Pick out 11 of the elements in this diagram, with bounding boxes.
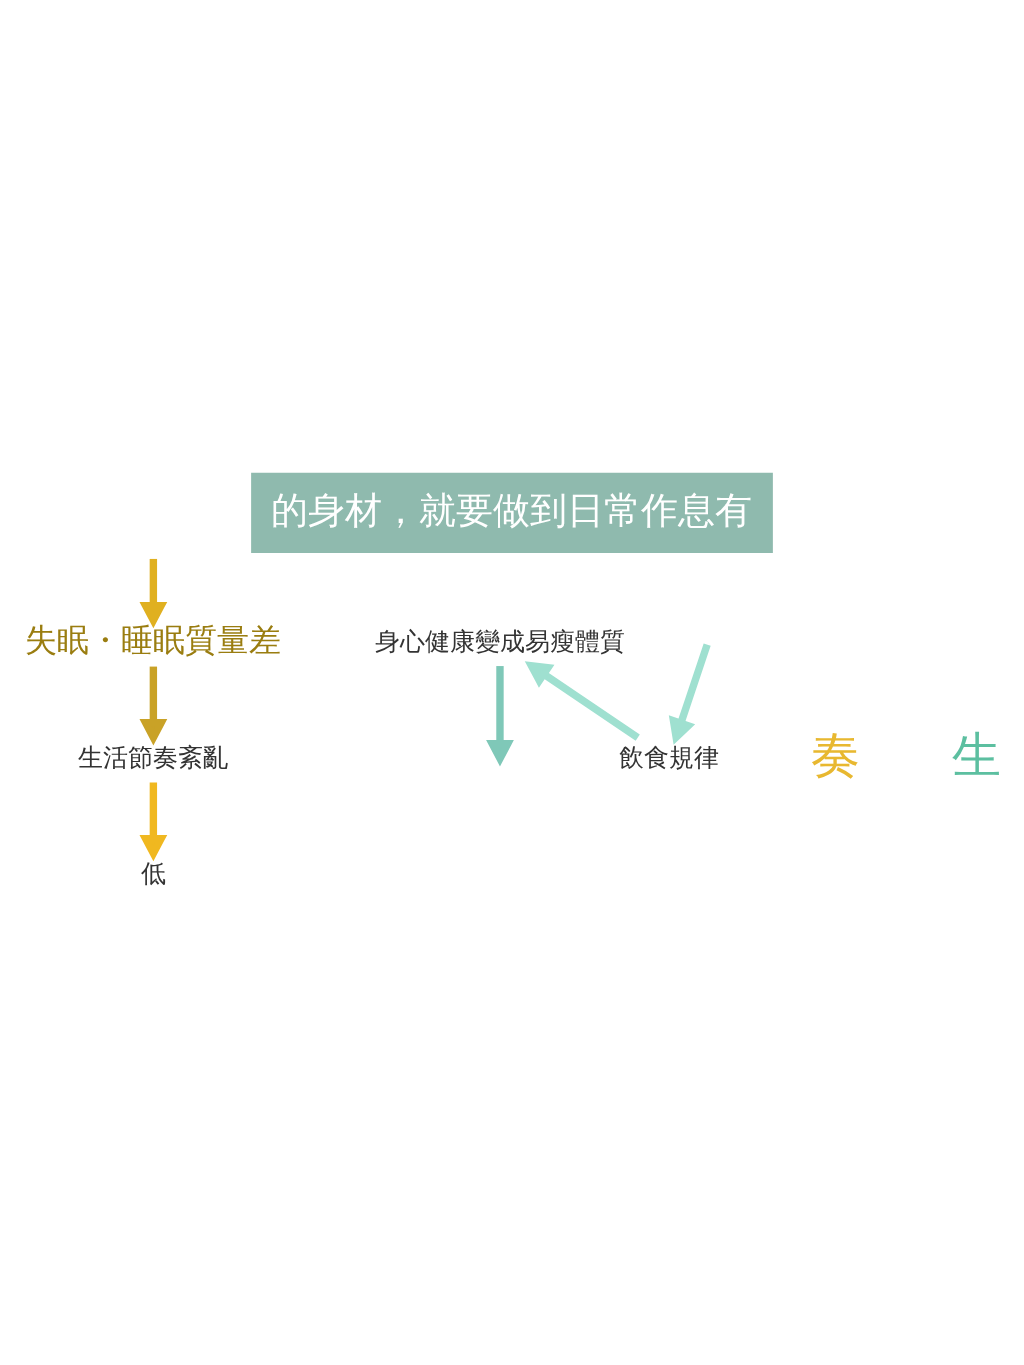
- label: 奏: [810, 725, 860, 784]
- arrow: [668, 643, 711, 745]
- node-text: 生活節奏紊亂: [78, 742, 229, 772]
- label: 生: [951, 725, 1001, 784]
- node-text: 低: [140, 858, 166, 888]
- node-text: 失眠・睡眠質量差: [25, 620, 282, 659]
- diagram-title: 的身材，就要做到日常作息有: [271, 488, 753, 532]
- arrow: [139, 782, 168, 861]
- arrow: [524, 660, 640, 741]
- node-text: 身心健康變成易瘦體質: [374, 626, 625, 656]
- node-text: 飲食規律: [618, 742, 719, 772]
